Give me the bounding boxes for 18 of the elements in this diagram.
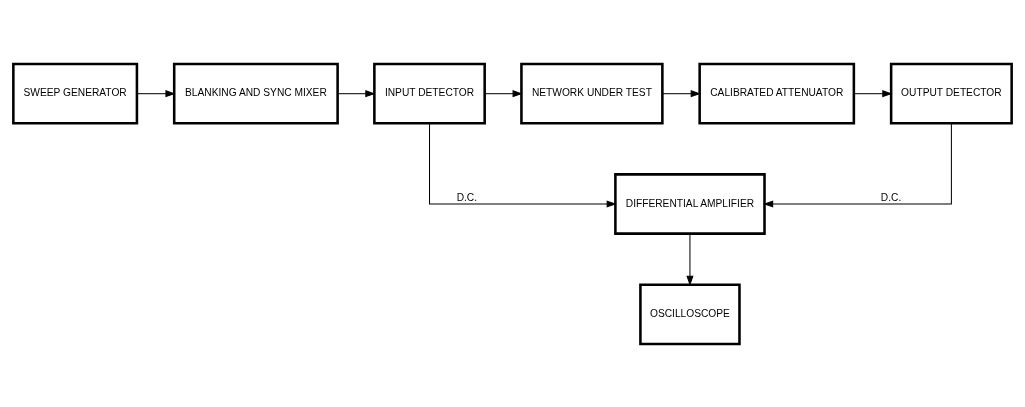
arrow [337,89,376,97]
arrow [762,122,952,208]
arrow [853,89,893,97]
arrow [484,89,523,97]
arrow [429,122,617,208]
node-box: SWEEP GENERATOR [12,62,139,125]
arrow [136,89,176,97]
node-box: OSCILLOSCOPE [639,282,741,345]
node-box: OUTPUT DETECTOR [889,62,1013,125]
node-box: CALIBRATED ATTENUATOR [698,62,856,125]
node-box: DIFFERENTIAL AMPLIFIER [614,172,766,235]
node-box: INPUT DETECTOR [373,62,486,125]
node-box: NETWORK UNDER TEST [520,62,664,125]
edge-label: D.C. [880,191,902,203]
arrow [662,89,701,97]
edge-label: D.C. [456,191,478,203]
node-box: BLANKING AND SYNC MIXER [172,62,339,125]
arrow [686,232,694,286]
